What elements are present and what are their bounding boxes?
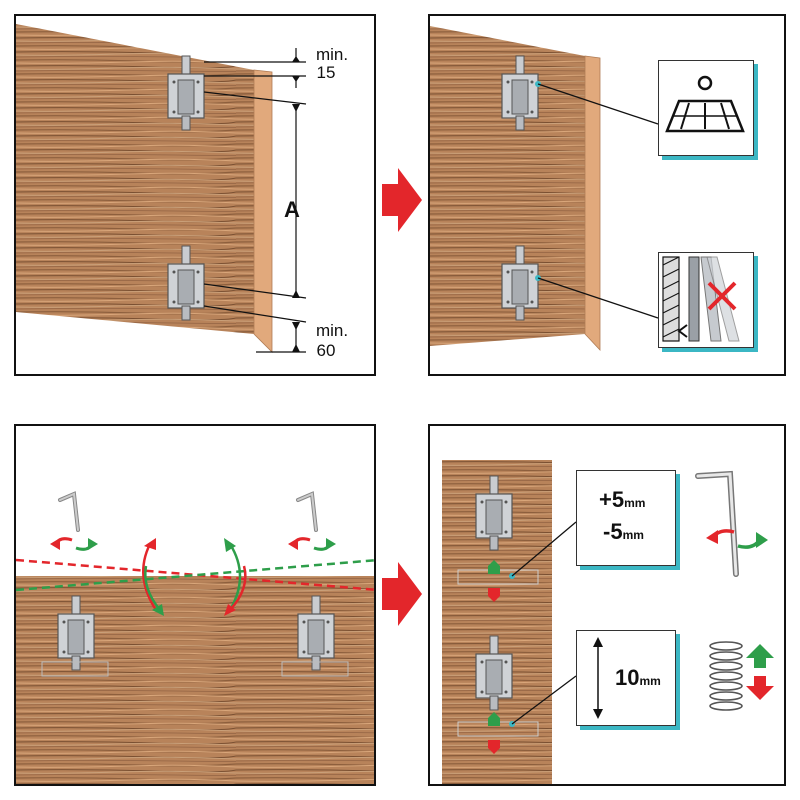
spring-adjust-arrows [746,644,774,700]
wood-panel [430,26,585,346]
rotation-arrow-left-green [144,565,161,611]
adjust-minus-value: -5 [603,519,623,544]
dimension-arrowheads [292,56,300,352]
panel-height-depth-adjustment: +5mm -5mm 10mm [428,424,786,786]
wall-callout-box [658,252,754,348]
wood-panel [16,576,374,784]
weight-icon [665,75,745,133]
adjust-minus-unit: mm [622,528,644,542]
rotate-icon [288,537,336,551]
height-adjust-arrows [488,560,500,602]
wood-panel [16,24,254,334]
depth-value: 10 [615,665,640,690]
tilt-line-red [16,558,374,591]
adjust-plus-value: +5 [599,487,625,512]
depth-adjust-box: 10mm [576,630,676,726]
rotation-arrow-left-red [142,543,158,611]
bottom-dimension-value: 60 [316,341,336,360]
hex-key-icon [695,470,739,577]
adjust-minus-row: -5mm [603,521,644,543]
rotation-arrow-right-red [229,565,247,611]
height-adjust-box: +5mm -5mm [576,470,676,566]
top-dimension-min: min. [315,45,349,64]
hex-key-icon [296,491,318,532]
depth-dimension-arrow [593,637,603,719]
depth-adjust-arrows [488,712,500,754]
panel-mounting-dimensions: min. 15 A min. 60 [14,14,376,376]
panel3-drawing [16,491,374,784]
next-step-arrow-top [382,168,422,232]
wall-no-tilt-icon [662,256,740,342]
panel-level-adjustment [14,424,376,786]
bottom-dimension-min: min. [315,321,349,340]
adjust-plus-unit: mm [624,496,646,510]
weight-callout-box [658,60,754,156]
panel4-drawing [442,460,774,784]
panel2-drawing [430,26,659,352]
rotation-arrow-right-green [228,543,242,611]
rotate-icon [50,537,98,551]
panel1-drawing [16,24,307,353]
adjust-plus-row: +5mm [599,489,645,511]
depth-row: 10mm [615,667,661,689]
rotate-icon [706,529,768,549]
spacing-label: A [284,197,300,222]
wood-panel-edge [584,55,601,352]
top-dimension-value: 15 [316,63,336,82]
tilt-line-green [16,559,374,592]
depth-unit: mm [639,674,661,688]
hex-key-icon [58,491,80,532]
next-step-arrow-bottom [382,562,422,626]
spring-icon [709,641,743,711]
panel-load-and-wall [428,14,786,376]
wood-panel-edge [253,69,273,353]
